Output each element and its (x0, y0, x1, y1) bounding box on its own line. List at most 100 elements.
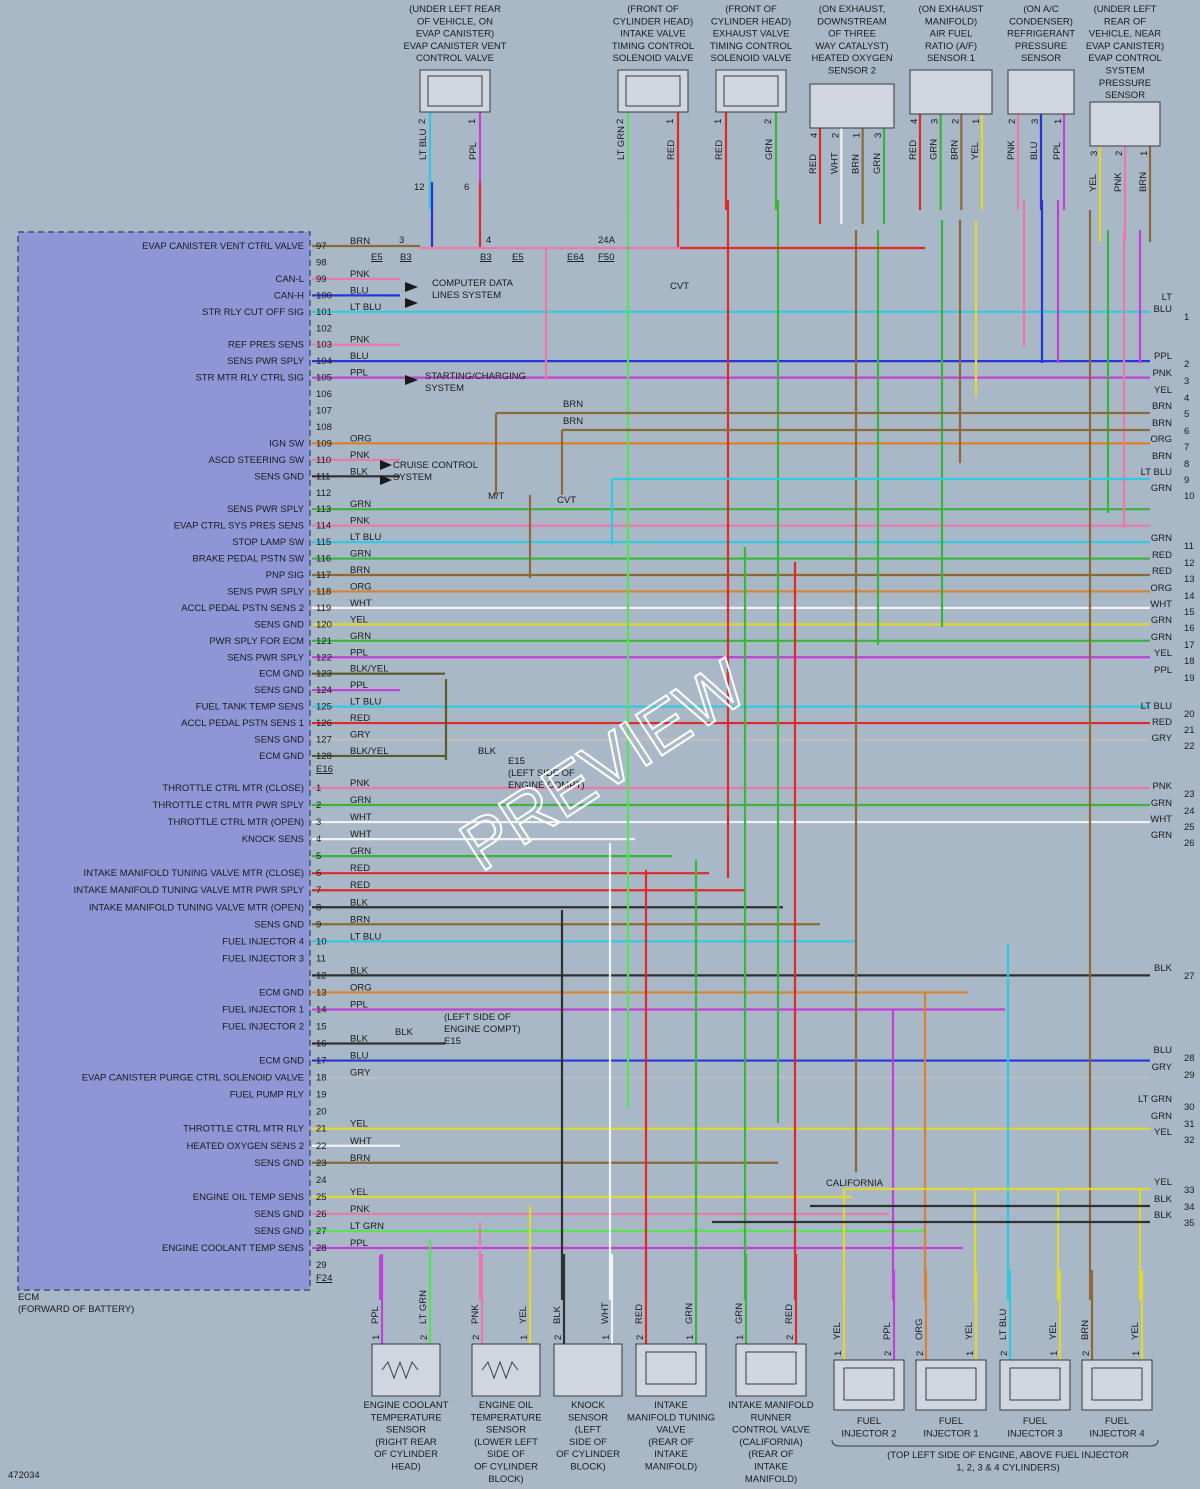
wire-color-label: WHT (350, 829, 372, 840)
top-component-caption: (UNDER LEFT (1094, 4, 1157, 15)
right-pin-number: 4 (1184, 393, 1189, 404)
wire-color-label: RED (350, 863, 370, 874)
conn-b3-b: B3 (480, 252, 492, 263)
bottom-component-caption: OF CYLINDER (474, 1462, 538, 1473)
component-box[interactable] (553, 1343, 623, 1397)
right-pin-number: 3 (1184, 376, 1189, 387)
ecm-pin-label: SENS PWR SPLY (227, 356, 305, 367)
note-computer-data-2: LINES SYSTEM (432, 290, 501, 301)
wire-color-label: PPL (350, 680, 368, 691)
right-wire-color: BLU (1154, 304, 1173, 315)
wire-color-label: PPL (350, 1238, 368, 1249)
top-component-caption: WAY CATALYST) (815, 41, 888, 52)
component-pin-number: 2 (553, 1335, 564, 1340)
ecm-pin-label: REF PRES SENS (228, 340, 304, 351)
wire-color-label: RED (350, 880, 370, 891)
top-component-caption: OF VEHICLE, ON (417, 16, 493, 27)
component-box[interactable] (617, 69, 689, 113)
bottom-component-caption: OF CYLINDER (556, 1449, 620, 1460)
component-wire-color: RED (714, 140, 725, 160)
injector-location-note: (TOP LEFT SIDE OF ENGINE, ABOVE FUEL INJ… (887, 1450, 1129, 1461)
ecm-pin-label: IGN SW (269, 438, 304, 449)
note-brn-a: BRN (563, 399, 583, 410)
component-box[interactable] (715, 69, 787, 113)
ecm-pin-label: PWR SPLY FOR ECM (209, 636, 304, 647)
component-pin-number: 1 (1053, 119, 1064, 124)
component-wire-color: ORG (914, 1318, 925, 1340)
wire-color-label: BRN (350, 236, 370, 247)
ecm-pin-number: 126 (316, 718, 332, 729)
component-box[interactable] (809, 83, 895, 129)
component-pin-number: 1 (735, 1335, 746, 1340)
right-wire-color: LT BLU (1141, 467, 1172, 478)
top-component-caption: MANIFOLD) (925, 16, 977, 27)
component-pin-number: 3 (1030, 119, 1041, 124)
note-blk-lower: BLK (395, 1027, 414, 1038)
top-component-caption: SENSOR 2 (828, 66, 876, 77)
component-wire-color: WHT (600, 1302, 611, 1324)
top-component-caption: RATIO (A/F) (925, 41, 977, 52)
component-pin-number: 1 (852, 133, 863, 138)
bottom-component-caption: MANIFOLD) (645, 1462, 697, 1473)
ecm-pin-number: 114 (316, 521, 331, 532)
component-wire-color: PNK (470, 1304, 481, 1324)
component-pin-number: 1 (519, 1335, 530, 1340)
arrow-icon (380, 460, 392, 485)
ecm-pin-label: INTAKE MANIFOLD TUNING VALVE MTR PWR SPL… (74, 885, 305, 896)
component-box[interactable] (635, 1343, 707, 1397)
component-box[interactable] (471, 1343, 541, 1397)
ecm-pin-label: ENGINE COOLANT TEMP SENS (162, 1243, 304, 1254)
note-cvt-mid: CVT (557, 495, 576, 506)
conn-f50: F50 (598, 252, 614, 263)
wire-color-label: GRN (350, 499, 371, 510)
wire-color-label: GRN (350, 631, 371, 642)
ecm-pin-number: 17 (316, 1056, 327, 1067)
top-component-caption: (FRONT OF (725, 4, 777, 15)
component-pin-number: 2 (635, 1335, 646, 1340)
component-wire-color: LT BLU (418, 129, 429, 160)
component-wire-color: GRN (684, 1303, 695, 1324)
arrow-icon (405, 375, 418, 385)
arrow-icon (405, 282, 418, 308)
wire-color-label: GRN (350, 795, 371, 806)
component-wire-color: YEL (518, 1306, 529, 1324)
ecm-pin-label: FUEL TANK TEMP SENS (196, 702, 304, 713)
ecm-pin-number: 11 (316, 953, 326, 964)
ecm-pin-label: ENGINE OIL TEMP SENS (193, 1192, 304, 1203)
ecm-pin-number: 125 (316, 702, 332, 713)
solenoid-icon (1091, 1367, 1143, 1401)
ecm-pin-number: 23 (316, 1158, 327, 1169)
wire-color-label: LT BLU (350, 302, 381, 313)
bottom-component-caption: OF CYLINDER (374, 1449, 438, 1460)
conn-pin-24a: 24A (598, 235, 616, 246)
bottom-component-caption: (REAR OF (648, 1437, 694, 1448)
wire-color-label: GRN (350, 549, 371, 560)
right-pin-number: 11 (1184, 541, 1194, 552)
note-starting-2: SYSTEM (425, 383, 464, 394)
conn-pin-12: 12 (414, 182, 425, 193)
component-box[interactable] (1089, 101, 1161, 147)
component-box[interactable] (419, 69, 491, 113)
component-wire-color: GRN (764, 139, 775, 160)
right-wire-color: PPL (1154, 665, 1172, 676)
right-wire-color: YEL (1154, 1177, 1172, 1188)
component-box[interactable] (1007, 69, 1075, 115)
right-pin-number: 20 (1184, 709, 1195, 720)
ecm-box[interactable] (17, 231, 311, 1291)
ecm-pin-number: 28 (316, 1243, 327, 1254)
wires-layer (312, 112, 1152, 1360)
bottom-component-caption: BLOCK) (488, 1474, 523, 1485)
component-box[interactable] (371, 1343, 441, 1397)
component-box[interactable] (735, 1343, 807, 1397)
component-pin-number: 2 (763, 119, 774, 124)
wire-color-label: RED (350, 713, 370, 724)
component-box[interactable] (909, 69, 993, 115)
ecm-pin-label: THROTTLE CTRL MTR RLY (183, 1124, 305, 1135)
solenoid-icon (925, 1367, 977, 1401)
ecm-pin-label: INTAKE MANIFOLD TUNING VALVE MTR (OPEN) (89, 902, 304, 913)
ecm-pin-label: HEATED OXYGEN SENS 2 (186, 1141, 304, 1152)
wire-color-label: GRY (350, 1068, 371, 1079)
wire-color-label: BRN (350, 914, 370, 925)
